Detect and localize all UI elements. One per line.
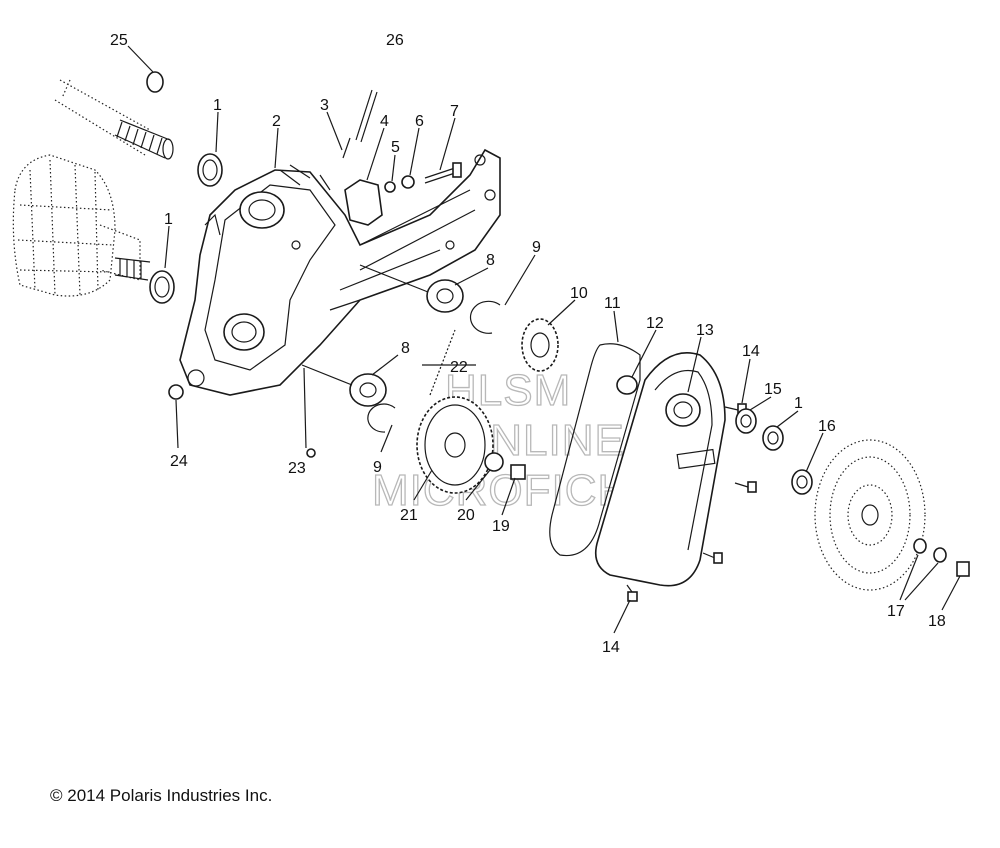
driven-sprocket — [416, 396, 494, 494]
nut — [168, 384, 184, 400]
snap-ring — [367, 403, 396, 433]
copyright-notice: © 2014 Polaris Industries Inc. — [50, 786, 273, 805]
bolt — [510, 464, 526, 480]
callout-16: 16 — [818, 418, 836, 435]
washer — [933, 547, 947, 563]
bolt — [734, 481, 757, 493]
seal — [149, 270, 175, 304]
bearing — [616, 375, 638, 395]
callout-5: 5 — [391, 139, 400, 156]
callout-11: 11 — [604, 295, 621, 312]
callout-2: 2 — [272, 113, 281, 130]
bolt — [424, 162, 462, 184]
callout-labels: 25 1 1 2 3 26 4 5 6 7 8 9 10 11 12 13 14… — [110, 32, 946, 656]
leader-lines — [127, 45, 961, 634]
callout-13: 13 — [696, 322, 714, 339]
pin — [342, 137, 351, 159]
snap-ring — [469, 300, 501, 334]
callout-6: 6 — [415, 113, 424, 130]
nut — [401, 175, 415, 189]
seal — [197, 153, 223, 187]
callout-1: 1 — [794, 395, 803, 412]
callout-3: 3 — [320, 97, 329, 114]
nut — [384, 181, 396, 193]
bearing — [426, 279, 464, 313]
callout-8: 8 — [486, 252, 495, 269]
bolt — [702, 552, 723, 564]
gearcase-assembly — [12, 154, 151, 297]
callout-8: 8 — [401, 340, 410, 357]
bearing — [349, 373, 387, 407]
callout-23: 23 — [288, 460, 306, 477]
chaincase-housing — [179, 148, 501, 396]
callout-14: 14 — [742, 343, 760, 360]
bolt — [626, 584, 638, 602]
callout-4: 4 — [380, 113, 389, 130]
callout-1: 1 — [213, 97, 222, 114]
tensioner-block — [344, 179, 383, 226]
chaincase-cover — [594, 351, 726, 587]
callout-18: 18 — [928, 613, 946, 630]
callout-15: 15 — [764, 381, 782, 398]
callout-22: 22 — [450, 359, 468, 376]
o-ring — [146, 71, 164, 93]
callout-10: 10 — [570, 285, 588, 302]
washer — [913, 538, 927, 554]
drive-shaft — [54, 79, 174, 160]
brake-disc — [814, 439, 926, 591]
callout-20: 20 — [457, 507, 475, 524]
callout-9: 9 — [373, 459, 382, 476]
callout-1: 1 — [164, 211, 173, 228]
callout-9: 9 — [532, 239, 541, 256]
gasket — [549, 343, 641, 557]
washer — [484, 452, 504, 472]
callout-7: 7 — [450, 103, 459, 120]
bearing — [735, 408, 757, 434]
callout-26: 26 — [386, 32, 404, 49]
rod — [355, 89, 378, 143]
callout-25: 25 — [110, 32, 128, 49]
callout-12: 12 — [646, 315, 664, 332]
bolt — [956, 561, 970, 577]
callout-21: 21 — [400, 507, 418, 524]
seal — [762, 425, 784, 451]
callout-24: 24 — [170, 453, 188, 470]
callout-19: 19 — [492, 518, 510, 535]
plug — [306, 448, 316, 458]
drive-sprocket — [521, 318, 559, 372]
callout-17: 17 — [887, 603, 905, 620]
spacer — [791, 469, 813, 495]
callout-14: 14 — [602, 639, 620, 656]
